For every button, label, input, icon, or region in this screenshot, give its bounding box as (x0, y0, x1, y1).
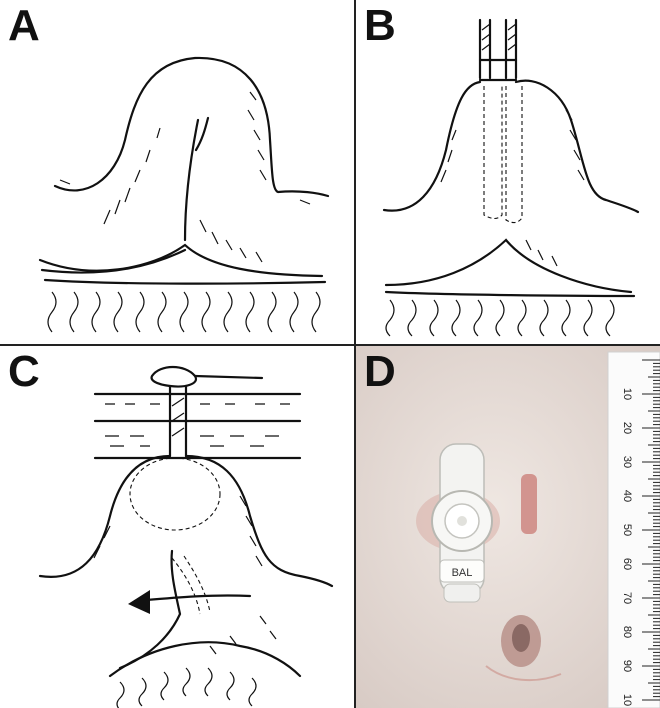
panel-b: B (356, 0, 660, 344)
button-label: BAL (452, 567, 473, 579)
incision-scar (521, 474, 537, 534)
panel-b-label: B (364, 1, 396, 50)
panel-a-label: A (8, 1, 40, 50)
panel-d-label: D (364, 347, 396, 396)
ruler-label: 80 (621, 626, 633, 638)
panel-c-label: C (8, 347, 40, 396)
ruler-label: 30 (621, 456, 633, 468)
panel-c-illustration (38, 365, 334, 708)
ruler-label: 90 (621, 660, 633, 672)
ruler-label: 60 (621, 558, 633, 570)
panel-a-illustration (38, 56, 330, 333)
panel-d: D BAL 10 20 30 40 50 60 70 80 90 10 (356, 346, 660, 708)
ruler-label: 40 (621, 490, 633, 502)
divider-vertical (354, 0, 356, 708)
ruler-label: 10 (621, 694, 633, 706)
ruler-label: 10 (621, 388, 633, 400)
panel-c: C (0, 346, 354, 708)
panel-b-illustration (382, 18, 640, 337)
ruler-label: 20 (621, 422, 633, 434)
arrow-head-icon (128, 590, 150, 614)
ruler-label: 70 (621, 592, 633, 604)
divider-horizontal (0, 344, 660, 346)
panel-d-photo: BAL 10 20 30 40 50 60 70 80 90 10 (356, 346, 660, 708)
ruler-label: 50 (621, 524, 633, 536)
panel-a: A (0, 0, 354, 344)
